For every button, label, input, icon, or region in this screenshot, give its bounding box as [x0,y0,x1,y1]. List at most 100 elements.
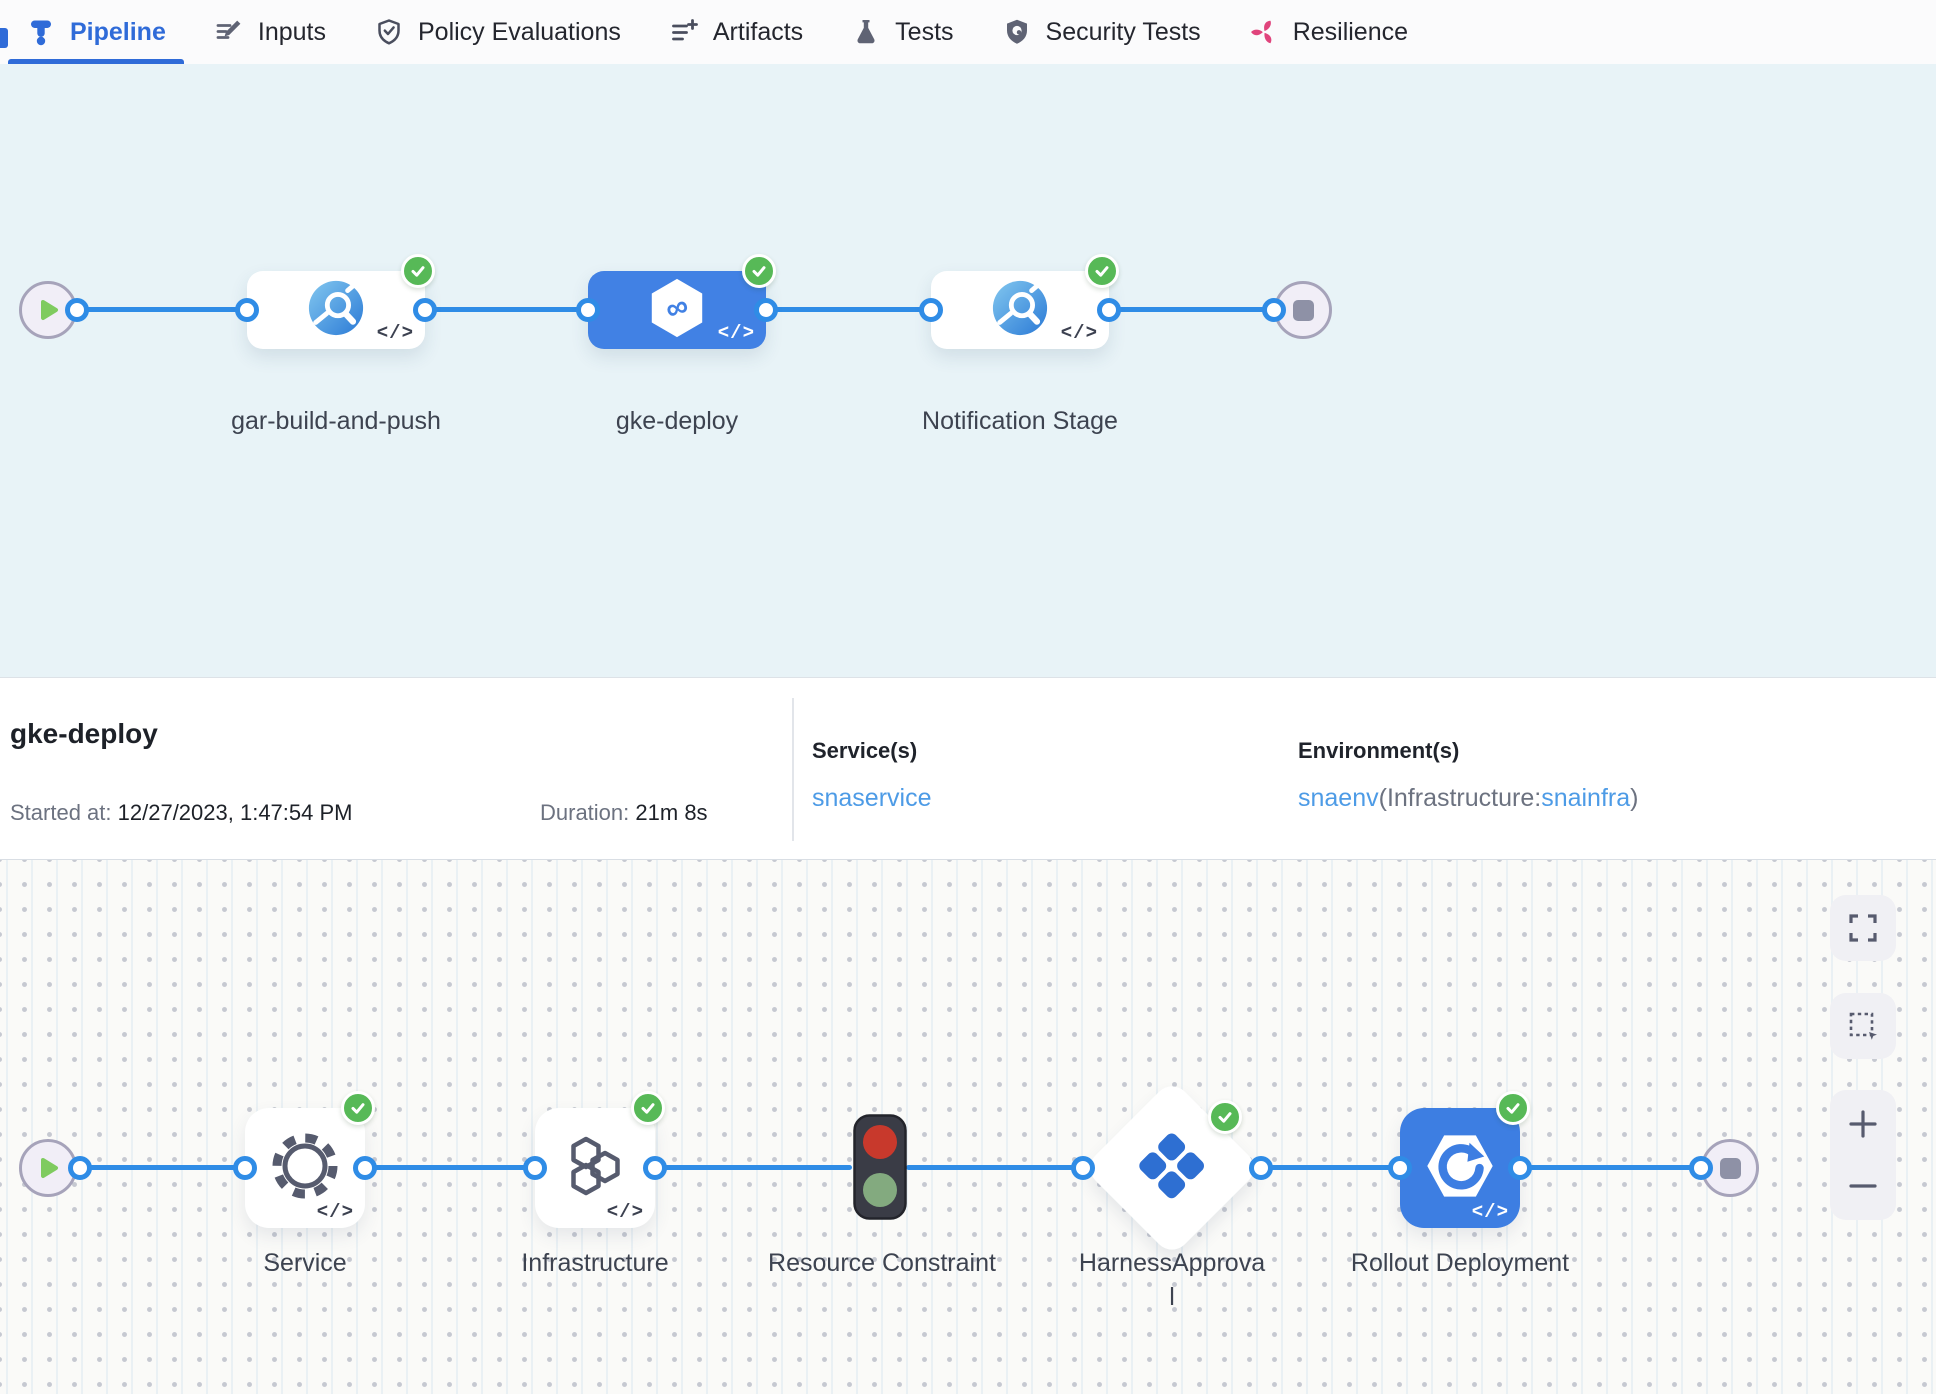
duration-row: Duration: 21m 8s [540,800,708,826]
step-card-service[interactable]: </> [245,1091,375,1228]
edge-connector [766,307,931,312]
artifacts-icon [669,17,699,47]
started-at-value: 12/27/2023, 1:47:54 PM [117,800,353,825]
edge-port [643,1156,667,1180]
edge-port [353,1156,377,1180]
stage-card-gar-build-and-push[interactable]: </> [247,254,435,349]
step-card-rollout-deployment[interactable]: </> [1400,1091,1530,1228]
step-card-infrastructure[interactable]: </> [535,1091,665,1228]
tab-label: Resilience [1292,17,1409,46]
tab-label: Policy Evaluations [417,17,621,46]
edge-connector [1109,307,1274,312]
step-label: HarnessApproval [1078,1249,1266,1311]
infrastructure-link[interactable]: snainfra [1541,784,1631,812]
success-check-icon [1496,1091,1530,1125]
tab-resilience[interactable]: Resilience [1225,0,1432,64]
tab-pipeline[interactable]: Pipeline [2,0,190,64]
edge-port [1388,1156,1412,1180]
services-label: Service(s) [812,738,918,763]
edge-port [1508,1156,1532,1180]
yaml-code-badge: </> [376,322,414,344]
tab-policy-evaluations[interactable]: Policy Evaluations [350,0,645,64]
environment-link[interactable]: snaenv [1298,784,1379,812]
execution-start-node [19,1139,77,1197]
left-edge-accent [0,28,8,48]
tab-label: Artifacts [712,17,804,46]
edge-port [233,1156,257,1180]
inputs-icon [214,17,244,47]
services-value: snaservice [812,784,932,813]
deploy-stage-icon: ∞ [645,276,709,345]
infrastructure-prefix: (Infrastructure: [1378,784,1542,812]
edge-connector [906,1165,1083,1170]
stop-icon [1719,1157,1741,1179]
duration-value: 21m 8s [635,800,708,825]
edge-connector [1261,1165,1400,1170]
duration-label: Duration: [540,800,630,825]
tab-artifacts[interactable]: Artifacts [645,0,827,64]
stage-graph-canvas: </> gar-build-and-push ∞ </> gke-deploy [0,64,1936,677]
stage-label: gar-build-and-push [231,407,441,435]
step-resource-constraint[interactable] [853,1114,907,1225]
step-card-harness-approval[interactable] [1082,1078,1262,1258]
service-link[interactable]: snaservice [812,784,932,812]
yaml-code-badge: </> [316,1201,354,1223]
stage-card-notification-stage[interactable]: </> [931,254,1119,349]
success-check-icon [401,254,435,288]
stage-card-gke-deploy[interactable]: ∞ </> [588,254,776,349]
edge-port [1249,1156,1273,1180]
step-label: Infrastructure [521,1249,669,1277]
environments-value: snaenv(Infrastructure:snainfra) [1298,784,1638,813]
yaml-code-badge: </> [717,322,755,344]
edge-port [523,1156,547,1180]
resilience-icon [1249,17,1279,47]
started-at-row: Started at: 12/27/2023, 1:47:54 PM [10,800,353,826]
zoom-out-button[interactable] [1843,1166,1883,1206]
success-check-icon [1208,1100,1242,1134]
edge-port [1262,298,1286,322]
approval-icon [1136,1130,1208,1207]
tab-tests[interactable]: Tests [827,0,977,64]
marquee-select-button[interactable] [1830,993,1896,1059]
hexagons-icon [556,1127,634,1210]
edge-connector [425,307,588,312]
custom-stage-icon [990,278,1050,343]
success-check-icon [341,1091,375,1125]
edge-port [413,298,437,322]
edge-port [235,298,259,322]
zoom-controls [1830,1090,1896,1220]
tests-icon [851,17,881,47]
tab-label: Inputs [257,17,326,46]
execution-summary-bar: gke-deploy Started at: 12/27/2023, 1:47:… [0,677,1936,860]
edge-port [576,298,600,322]
environments-label: Environment(s) [1298,738,1460,763]
tab-label: Pipeline [70,17,166,46]
yaml-code-badge: </> [606,1201,644,1223]
tab-security-tests[interactable]: Security Tests [978,0,1225,64]
step-label: Service [263,1249,347,1277]
gear-icon [266,1127,344,1210]
play-icon [41,1158,58,1178]
started-at-label: Started at: [10,800,112,825]
execution-graph-canvas: </> Service </> Infrastructure Resource … [0,860,1936,1394]
edge-connector [365,1165,535,1170]
zoom-in-button[interactable] [1843,1104,1883,1144]
step-label: Resource Constraint [768,1249,996,1277]
security-tests-icon [1002,17,1032,47]
marquee-select-icon [1849,1012,1877,1040]
edge-port [65,298,89,322]
tab-inputs[interactable]: Inputs [190,0,350,64]
minus-icon [1849,1184,1877,1188]
stage-label: Notification Stage [922,407,1118,435]
tab-label: Security Tests [1045,17,1201,46]
pipeline-icon [26,17,56,47]
edge-port [68,1156,92,1180]
tab-label: Tests [895,17,954,46]
active-tab-underline [8,59,184,64]
play-icon [41,300,58,320]
fullscreen-button[interactable] [1830,895,1896,961]
policy-evaluations-icon [374,17,404,47]
success-check-icon [631,1091,665,1125]
yaml-code-badge: </> [1060,322,1098,344]
step-label: Rollout Deployment [1350,1249,1570,1277]
